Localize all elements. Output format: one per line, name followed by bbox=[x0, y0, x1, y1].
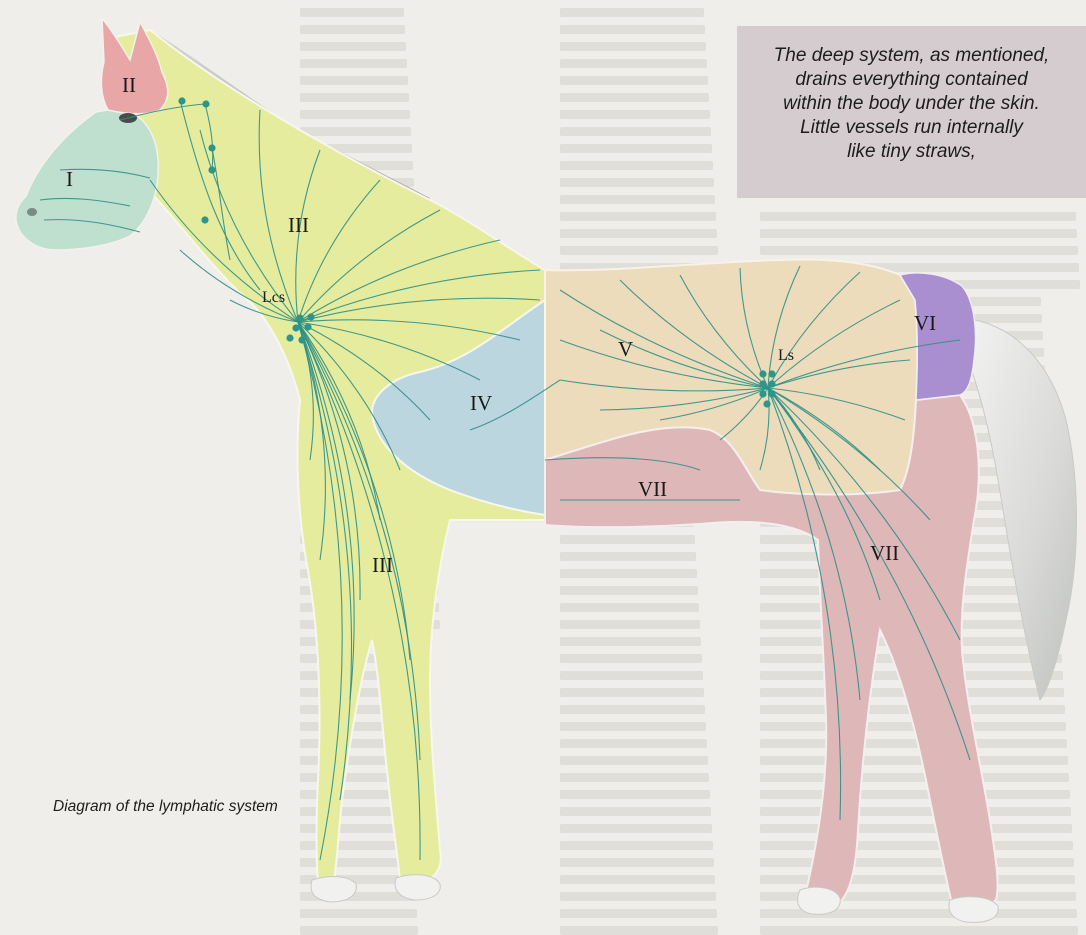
diagram-caption: Diagram of the lymphatic system bbox=[53, 798, 278, 816]
hoof-hind-right bbox=[949, 897, 998, 923]
lymph-node bbox=[763, 400, 770, 407]
label-node-lcs: Lcs bbox=[262, 289, 285, 306]
label-region-v: V bbox=[618, 337, 633, 361]
label-region-iv: IV bbox=[470, 391, 492, 415]
lymph-node bbox=[768, 390, 775, 397]
label-region-iii-neck: III bbox=[288, 213, 309, 237]
lymph-node bbox=[292, 324, 299, 331]
hoof-hind-left bbox=[798, 887, 841, 914]
lymph-node bbox=[286, 334, 293, 341]
lymph-node bbox=[178, 97, 185, 104]
label-node-ls: Ls bbox=[778, 347, 794, 364]
label-region-vi: VI bbox=[914, 311, 936, 335]
label-region-vii-leg: VII bbox=[870, 541, 899, 565]
label-region-i: I bbox=[66, 167, 73, 191]
nostril bbox=[27, 208, 37, 216]
lymph-node bbox=[208, 166, 215, 173]
label-region-ii: II bbox=[122, 73, 136, 97]
lymph-node bbox=[201, 216, 208, 223]
lymph-node bbox=[296, 314, 303, 321]
lymph-node bbox=[759, 390, 766, 397]
lymph-node bbox=[298, 336, 305, 343]
lymph-node bbox=[208, 144, 215, 151]
label-region-iii-leg: III bbox=[372, 553, 393, 577]
lymph-node bbox=[768, 370, 775, 377]
hoof-front-right bbox=[395, 875, 440, 900]
lymph-node bbox=[202, 100, 209, 107]
region-i-face bbox=[16, 108, 158, 250]
lymph-node bbox=[768, 380, 775, 387]
lymph-node bbox=[304, 323, 311, 330]
lymph-node bbox=[307, 313, 314, 320]
hoof-front-left bbox=[311, 877, 356, 902]
lymph-node bbox=[759, 380, 766, 387]
lymph-node bbox=[759, 370, 766, 377]
label-region-vii-belly: VII bbox=[638, 477, 667, 501]
